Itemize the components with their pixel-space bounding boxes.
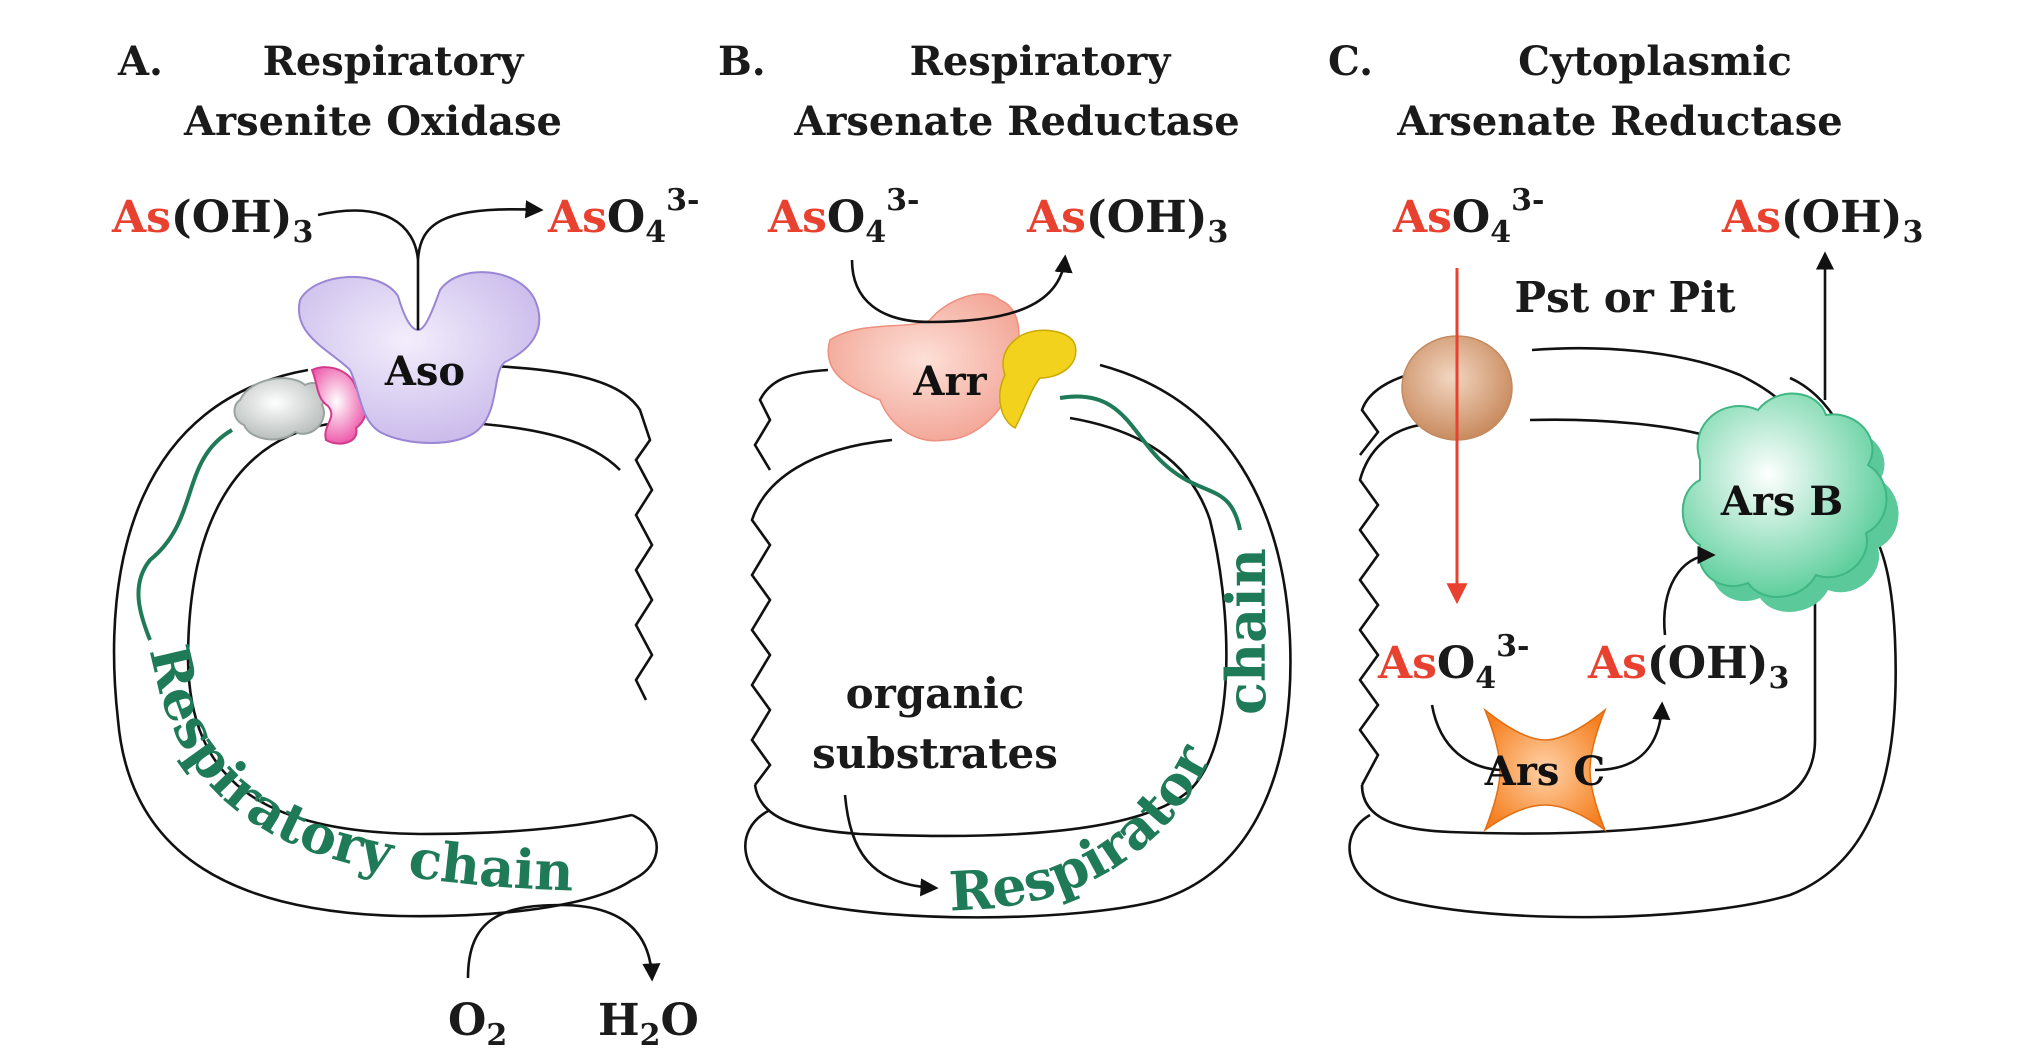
panel-b-title-line1: Respiratory [910, 38, 1173, 85]
aso-enzyme [297, 271, 541, 444]
panel-c-arsenite-outside: As(OH)3 [1721, 192, 1923, 250]
panel-b-substrate-arrow [843, 794, 939, 897]
pst-pit-label: Pst or Pit [1515, 273, 1737, 322]
arr-yellow-subunit [999, 329, 1077, 430]
panel-b-chain-line [1059, 394, 1242, 531]
panel-a-arsenate: AsO43- [547, 183, 699, 250]
ars-c-enzyme [1483, 707, 1607, 833]
organic-line1: organic [846, 669, 1025, 718]
panel-b-membrane [744, 363, 1292, 919]
panel-b-arsenate: AsO43- [767, 183, 919, 250]
panel-c-reduction-arrow [1430, 705, 1662, 772]
aso-label: Aso [384, 348, 465, 395]
organic-line2: substrates [812, 729, 1058, 778]
panel-c-arsenite-inside: As(OH)3 [1587, 638, 1789, 696]
panel-a-title-line2: Arsenite Oxidase [183, 98, 562, 145]
panel-a-respiratory-chain-label: Respiratory chain [137, 639, 575, 904]
panel-c-arsenate-outside: AsO43- [1392, 183, 1544, 250]
panel-b-arsenite: As(OH)3 [1026, 192, 1228, 250]
panel-a-title-line1: Respiratory [263, 38, 526, 85]
panel-b-chain-label: chain [1214, 548, 1278, 715]
panel-c: C. Cytoplasmic Arsenate Reductase Pst or… [1328, 38, 1923, 919]
panel-a-grey-subunit [233, 377, 327, 441]
panel-c-arsenate-inside: AsO43- [1377, 629, 1529, 696]
panel-a-membrane [112, 363, 658, 918]
arr-label: Arr [912, 358, 987, 405]
panel-c-title-line2: Arsenate Reductase [1396, 98, 1842, 145]
ars-b-label: Ars B [1720, 478, 1843, 525]
panel-a-arsenite: As(OH)3 [111, 192, 313, 250]
panel-b-reduction-arrow [850, 254, 1073, 324]
panel-c-title-line1: Cytoplasmic [1518, 38, 1792, 85]
panel-a-oxidation-arrow [317, 209, 540, 330]
o2-label: O2 [448, 995, 507, 1053]
panel-a-chain-line [136, 428, 234, 641]
panel-c-letter: C. [1328, 38, 1373, 85]
panel-a-oxygen-arrow [466, 903, 661, 982]
panel-c-to-arsb-arrow [1662, 545, 1716, 636]
ars-b-enzyme [1681, 392, 1888, 598]
panel-a: A. Respiratory Arsenite Oxidase Aso As(O… [111, 38, 699, 1053]
ars-c-label: Ars C [1484, 748, 1605, 795]
h2o-label: H2O [598, 995, 699, 1053]
panel-b-title-line2: Arsenate Reductase [793, 98, 1239, 145]
panel-a-letter: A. [117, 38, 163, 85]
panel-b-letter: B. [718, 38, 766, 85]
